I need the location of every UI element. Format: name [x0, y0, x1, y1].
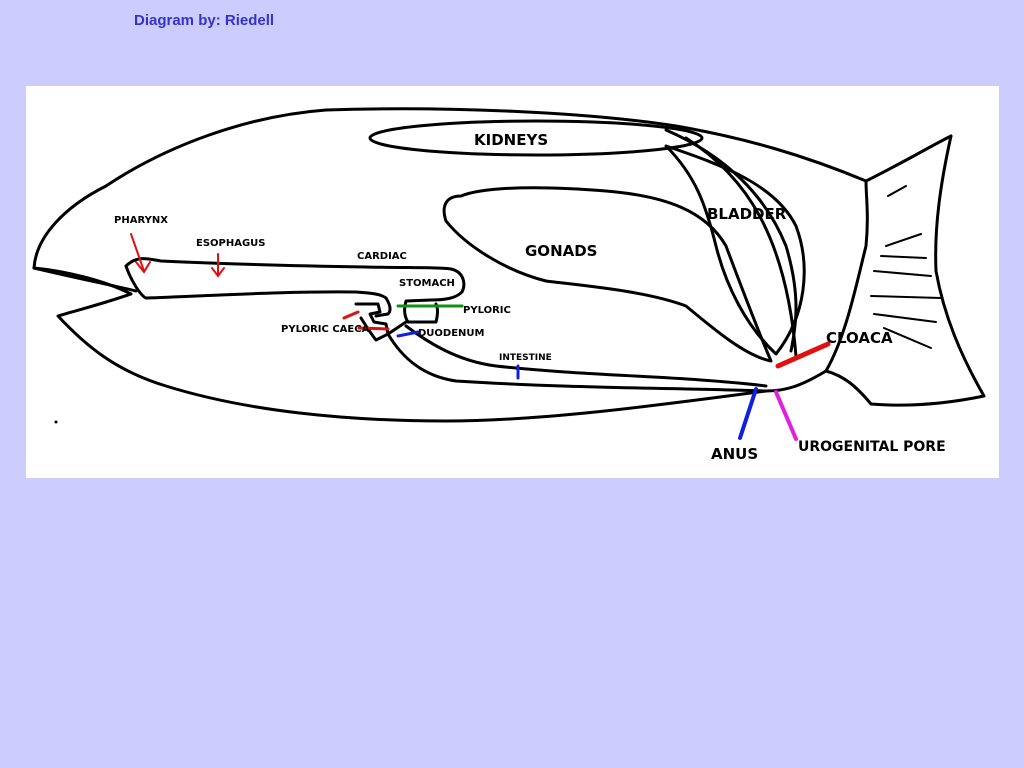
label-kidneys: KIDNEYS: [474, 131, 548, 149]
label-pyloric: PYLORIC: [463, 305, 511, 316]
label-cardiac: CARDIAC: [357, 251, 407, 262]
stomach-outline: [374, 296, 439, 324]
esophagus-upper: [124, 257, 466, 302]
kidney-duct-1: [664, 128, 798, 353]
fin-ray-3: [873, 270, 932, 277]
label-esophagus: ESOPHAGUS: [196, 238, 266, 249]
body-outline-lower: [32, 266, 828, 423]
label-pharynx: PHARYNX: [114, 215, 168, 226]
kidneys-outline: [368, 119, 704, 157]
diagram-credit: Diagram by: Riedell: [134, 12, 275, 29]
fish-anatomy-diagram: KIDNEYS BLADDER GONADS PHARYNX ESOPHAGUS…: [32, 107, 986, 463]
esophagus-lower: [124, 264, 388, 300]
duodenum-pointer: [396, 330, 420, 338]
urogenital-pore-pointer: [774, 390, 798, 441]
tail-fin: [824, 134, 986, 407]
esophagus-arrow: [211, 253, 225, 278]
cloaca-pointer: [775, 341, 831, 369]
stomach-to-intestine: [386, 320, 408, 336]
gonads-outline: [442, 186, 773, 363]
stray-dot: [54, 420, 58, 424]
label-bladder: BLADDER: [707, 205, 787, 223]
label-gonads: GONADS: [525, 242, 597, 260]
fin-ray-7: [887, 185, 907, 197]
label-stomach: STOMACH: [399, 278, 455, 289]
pyloric-caeca-outline: [354, 302, 390, 342]
pyloric-caeca-pointer: [357, 326, 390, 331]
label-anus: ANUS: [711, 445, 758, 463]
label-pyloric-caeca: PYLORIC CAECA: [281, 324, 370, 335]
anus-pointer: [738, 387, 758, 440]
label-cloaca: CLOACA: [826, 329, 893, 347]
diagram-panel: KIDNEYS BLADDER GONADS PHARYNX ESOPHAGUS…: [26, 86, 999, 478]
intestine-upper: [404, 324, 768, 388]
fin-ray-2: [880, 255, 927, 259]
label-intestine: INTESTINE: [499, 353, 552, 363]
fin-ray-5: [873, 313, 937, 323]
intestine-lower: [386, 332, 768, 393]
fin-ray-6: [883, 327, 932, 349]
fin-ray-4: [870, 295, 942, 299]
pyloric-caeca-pointer-2: [342, 310, 360, 320]
kidney-duct-2: [684, 136, 798, 358]
fin-ray-1: [885, 233, 922, 247]
pharynx-arrow: [130, 233, 151, 274]
body-outline-upper: [32, 107, 953, 270]
bladder-outline: [664, 144, 806, 356]
label-duodenum: DUODENUM: [418, 328, 485, 339]
label-urogenital-pore: UROGENITAL PORE: [798, 439, 946, 455]
mouth-jaw: [32, 266, 138, 293]
